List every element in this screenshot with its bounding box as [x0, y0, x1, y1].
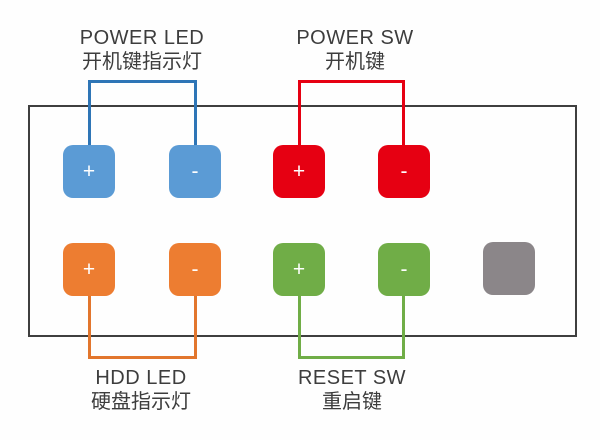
- pin-power-sw-plus: +: [273, 145, 325, 198]
- pin-reset-sw-minus: -: [378, 243, 430, 296]
- hdd-led-label: HDD LED 硬盘指示灯: [41, 366, 241, 414]
- power-sw-label-en: POWER SW: [296, 27, 414, 49]
- pin-power-sw-minus-symbol: -: [400, 160, 408, 183]
- pin-hdd-led-minus-symbol: -: [191, 258, 199, 281]
- power-led-wire-bracket: [88, 80, 197, 146]
- power-led-label-zh: 开机键指示灯: [82, 51, 202, 73]
- pin-unused: [483, 242, 535, 295]
- pin-power-led-plus-symbol: +: [82, 160, 96, 183]
- pin-power-led-minus: -: [169, 145, 221, 198]
- reset-sw-wire-bracket: [298, 296, 405, 359]
- pin-power-led-minus-symbol: -: [191, 160, 199, 183]
- pin-reset-sw-plus-symbol: +: [292, 258, 306, 281]
- hdd-led-label-zh: 硬盘指示灯: [91, 391, 191, 413]
- pin-reset-sw-minus-symbol: -: [400, 258, 408, 281]
- pin-hdd-led-plus: +: [63, 243, 115, 296]
- pin-hdd-led-plus-symbol: +: [82, 258, 96, 281]
- pin-power-sw-plus-symbol: +: [292, 160, 306, 183]
- pin-reset-sw-plus: +: [273, 243, 325, 296]
- hdd-led-wire-bracket: [88, 296, 197, 359]
- reset-sw-label: RESET SW 重启键: [252, 366, 452, 414]
- power-led-label-en: POWER LED: [79, 27, 205, 49]
- header-block-outline: [28, 105, 577, 337]
- power-led-label: POWER LED 开机键指示灯: [42, 26, 242, 74]
- reset-sw-label-zh: 重启键: [322, 391, 382, 413]
- pin-hdd-led-minus: -: [169, 243, 221, 296]
- pin-power-led-plus: +: [63, 145, 115, 198]
- hdd-led-label-en: HDD LED: [95, 367, 187, 389]
- power-sw-label: POWER SW 开机键: [255, 26, 455, 74]
- power-sw-wire-bracket: [298, 80, 405, 146]
- pin-power-sw-minus: -: [378, 145, 430, 198]
- reset-sw-label-en: RESET SW: [297, 367, 407, 389]
- power-sw-label-zh: 开机键: [325, 51, 385, 73]
